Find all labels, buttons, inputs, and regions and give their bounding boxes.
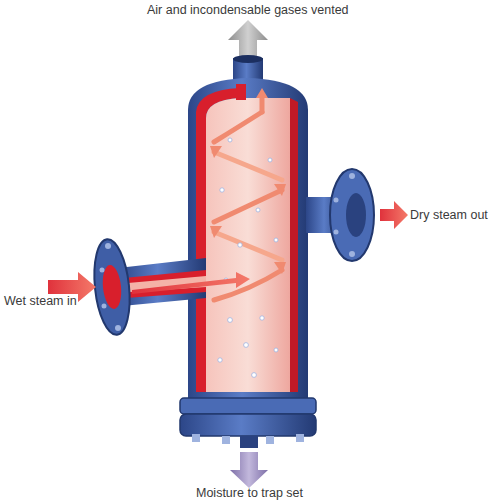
flow-label: Moisture to trap set <box>196 486 303 500</box>
droplet <box>260 316 264 320</box>
bolt <box>334 230 339 235</box>
outlet-bore <box>346 193 366 237</box>
nozzle-cut <box>236 84 246 100</box>
bolt <box>334 198 339 203</box>
swirl-flow <box>214 96 282 300</box>
flow-head <box>274 262 286 274</box>
flow-line <box>214 232 282 260</box>
outlet-flange <box>330 169 374 261</box>
drain-arrow <box>230 452 268 488</box>
inlet-flange <box>90 237 134 336</box>
flow-label: Dry steam out <box>410 208 488 222</box>
droplets <box>218 138 278 377</box>
flow-head <box>210 226 222 238</box>
cutaway-interior <box>206 98 290 392</box>
outlet-arrow <box>380 201 408 229</box>
flow-line <box>214 190 282 222</box>
bolt <box>349 251 355 257</box>
droplet <box>228 318 233 323</box>
flange-bolts <box>334 173 356 257</box>
inlet-flow-arrow <box>132 272 250 294</box>
bolt <box>115 325 121 331</box>
droplet <box>256 208 260 212</box>
flow-heads <box>210 88 286 274</box>
flange-bolts <box>100 243 122 331</box>
droplet <box>244 343 249 348</box>
flow-line <box>214 112 262 142</box>
inlet-pipe <box>118 258 206 306</box>
flow-label: Air and incondensable gases vented <box>147 3 349 17</box>
bottom-flange <box>180 398 316 414</box>
flow-line <box>214 152 282 180</box>
droplet <box>268 158 272 162</box>
flow-label: Wet steam in <box>4 294 77 308</box>
bolt <box>192 434 200 442</box>
cutaway-edge <box>290 98 298 392</box>
droplet <box>274 348 278 352</box>
droplet <box>238 243 242 247</box>
bolt <box>222 436 230 444</box>
bolt <box>349 173 355 179</box>
flow-head <box>274 184 286 196</box>
vent-opening <box>233 55 263 63</box>
droplet <box>228 138 232 142</box>
bolt <box>100 268 105 273</box>
droplet <box>274 238 278 242</box>
drain-nozzle <box>240 436 258 448</box>
bottom-cap <box>180 414 316 436</box>
droplet <box>252 373 257 378</box>
bolt <box>266 436 274 444</box>
vessel-body <box>188 78 308 405</box>
flow-line <box>260 96 265 112</box>
droplet <box>218 358 222 362</box>
flow-line <box>214 270 282 300</box>
flow-head <box>256 88 268 98</box>
bolt <box>105 243 111 249</box>
flow-head <box>210 146 222 158</box>
bolt <box>296 434 304 442</box>
vent-arrow <box>228 20 268 62</box>
bolt <box>102 304 107 309</box>
droplet <box>220 188 224 192</box>
